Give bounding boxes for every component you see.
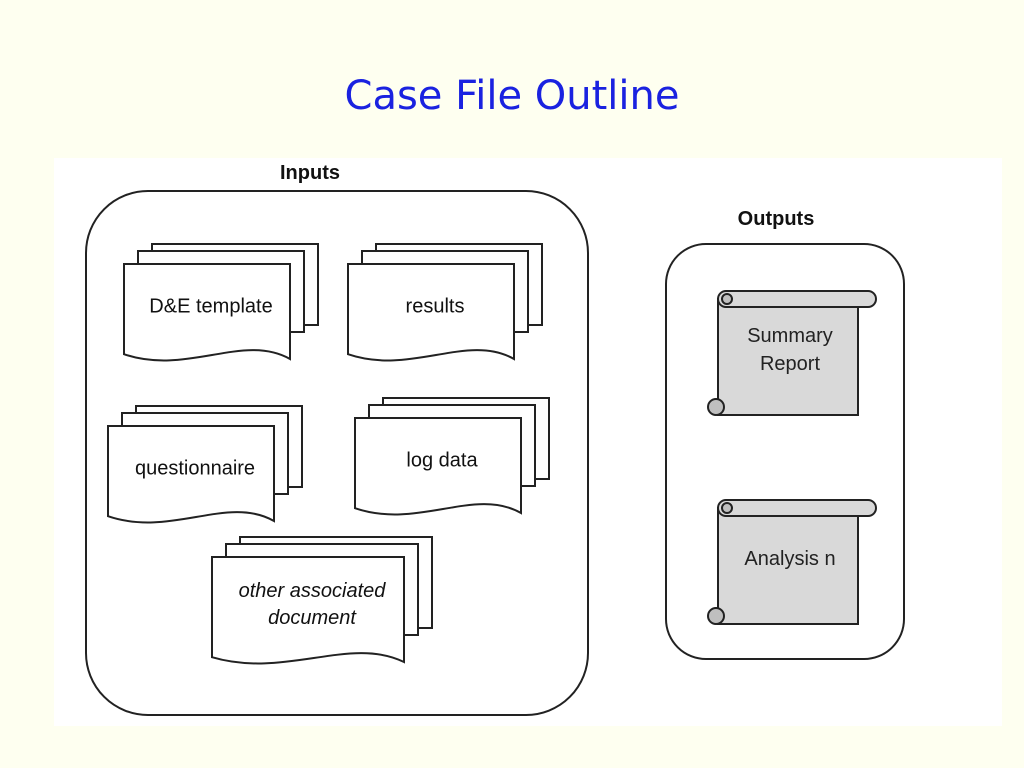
scroll-bottom-curl xyxy=(707,398,725,416)
input-documents: D&E template results questionnaire log data… xyxy=(107,243,550,665)
document-label-log-data: log data xyxy=(406,450,478,472)
inputs-label: Inputs xyxy=(280,162,340,184)
document-front-sheet xyxy=(347,263,515,362)
scroll-body xyxy=(717,507,859,625)
scroll-top-roll xyxy=(717,290,877,308)
slide-title: Case File Outline xyxy=(344,73,680,119)
scroll-bottom-curl xyxy=(707,607,725,625)
document-front-sheet xyxy=(107,425,275,524)
document-stack-log-data: log data xyxy=(354,397,550,516)
diagram-panel: Inputs D&E template results questionnaire l… xyxy=(54,158,1002,726)
document-label-questionnaire: questionnaire xyxy=(135,458,255,480)
outputs-label: Outputs xyxy=(738,208,815,230)
scroll-top-curl xyxy=(721,502,733,514)
document-stack-results: results xyxy=(347,243,543,362)
scroll-label-summary-report: Summary xyxy=(747,325,833,347)
document-label-results: results xyxy=(406,296,465,318)
document-stack-de-template: D&E template xyxy=(123,243,319,362)
document-label-de-template: D&E template xyxy=(149,296,272,318)
document-label-other-associated-document: other associated xyxy=(239,580,387,602)
document-front-sheet xyxy=(354,417,522,516)
scroll-body xyxy=(717,298,859,416)
scroll-label-analysis-n: Analysis n xyxy=(744,548,835,570)
case-file-diagram: Inputs D&E template results questionnaire l… xyxy=(85,162,905,716)
scroll-label-summary-report: Report xyxy=(760,353,820,375)
document-front-sheet xyxy=(211,556,405,665)
scroll-analysis-n: Analysis n xyxy=(707,499,877,625)
document-stack-questionnaire: questionnaire xyxy=(107,405,303,524)
scroll-top-roll xyxy=(717,499,877,517)
document-front-sheet xyxy=(123,263,291,362)
document-label-other-associated-document: document xyxy=(268,607,357,629)
document-stack-other-associated-document: other associated document xyxy=(211,536,433,665)
scroll-top-curl xyxy=(721,293,733,305)
